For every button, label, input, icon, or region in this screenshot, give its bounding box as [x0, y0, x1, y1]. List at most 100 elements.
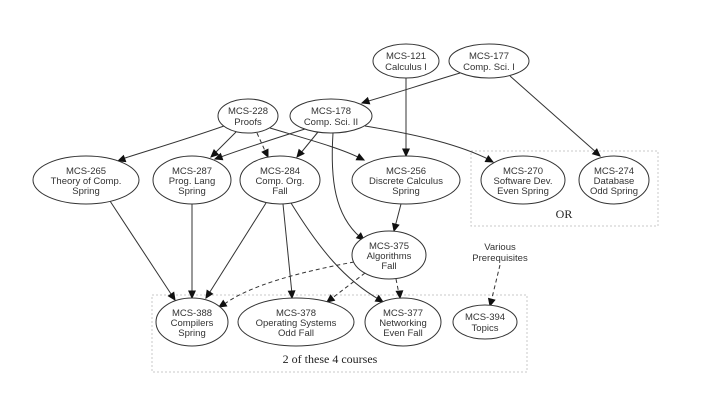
node-mcs287-shape [152, 155, 232, 205]
node-mcs377[interactable]: MCS-377 Networking Even Fall [364, 297, 442, 347]
edge-line [213, 131, 237, 155]
cluster-two-of-four-label: 2 of these 4 courses [283, 352, 378, 366]
node-mcs178[interactable]: MCS-178 Comp. Sci. II [289, 98, 373, 134]
node-mcs284-title: Comp. Org. [255, 176, 304, 187]
node-mcs377-code: MCS-377 [383, 308, 423, 319]
node-mcs287-title: Prog. Lang [169, 176, 215, 187]
edge-mcs284-to-mcs378 [282, 203, 296, 300]
edge-mcs375-to-mcs378 [326, 272, 366, 303]
edge-line [121, 125, 225, 160]
arrowhead-icon [205, 289, 214, 300]
cluster-two-of-four-border [151, 294, 528, 373]
edge-mcs287-to-mcs388 [188, 204, 196, 300]
arrowhead-icon [116, 154, 127, 163]
edges [109, 72, 601, 308]
arrowhead-icon [213, 152, 224, 161]
edge-mcs178-to-mcs284 [296, 131, 319, 158]
node-mcs388-title: Compilers [171, 318, 214, 329]
node-mcs178-shape [289, 98, 373, 134]
node-mcs265[interactable]: MCS-265 Theory of Comp. Spring [32, 155, 140, 205]
node-mcs177-code: MCS-177 [469, 51, 509, 62]
nodes: MCS-121 Calculus I MCS-177 Comp. Sci. I … [32, 43, 650, 347]
arrowhead-icon [217, 299, 228, 308]
node-mcs287-term: Spring [178, 186, 205, 197]
edge-mcs228-to-mcs265 [116, 125, 225, 163]
node-mcs377-shape [364, 297, 442, 347]
cluster-two-of-four: 2 of these 4 courses [151, 294, 528, 373]
node-mcs284-shape [239, 155, 321, 205]
node-mcs256-code: MCS-256 [386, 166, 426, 177]
node-mcs394[interactable]: MCS-394 Topics [452, 304, 518, 340]
node-mcs270-title: Software Dev. [494, 176, 553, 187]
node-mcs270-term: Even Spring [497, 186, 549, 197]
arrowhead-icon [484, 154, 495, 163]
node-mcs177-title: Comp. Sci. I [463, 62, 515, 73]
node-mcs274-title: Database [594, 176, 635, 187]
edge-line [207, 202, 267, 296]
node-mcs287-code: MCS-287 [172, 166, 212, 177]
edge-line [364, 72, 461, 103]
edge-mcs178-to-mcs270 [364, 125, 495, 163]
edge-line [282, 203, 293, 295]
edge-mcs228-to-mcs287 [210, 131, 237, 158]
node-mcs270-code: MCS-270 [503, 166, 543, 177]
node-mcs388-code: MCS-388 [172, 308, 212, 319]
edge-mcs375-to-mcs377 [395, 278, 404, 300]
node-mcs228-code: MCS-228 [228, 106, 268, 117]
node-mcs178-title: Comp. Sci. II [304, 117, 358, 128]
node-mcs121-title: Calculus I [385, 62, 427, 73]
node-mcs228-title: Proofs [234, 117, 262, 128]
node-mcs121[interactable]: MCS-121 Calculus I [372, 43, 440, 79]
node-mcs256[interactable]: MCS-256 Discrete Calculus Spring [351, 155, 461, 205]
arrowhead-icon [591, 148, 601, 157]
edge-mcs177-to-mcs178 [360, 72, 461, 105]
node-mcs377-title: Networking [379, 318, 427, 329]
node-mcs378[interactable]: MCS-378 Operating Systems Odd Fall [237, 297, 355, 347]
node-mcs228[interactable]: MCS-228 Proofs [217, 98, 279, 134]
node-mcs284-term: Fall [272, 186, 287, 197]
edge-mcs284-to-mcs388 [205, 202, 267, 300]
node-mcs121-code: MCS-121 [386, 51, 426, 62]
edge-mcs375-to-mcs388 [217, 261, 355, 308]
node-mcs375[interactable]: MCS-375 Algorithms Fall [351, 230, 427, 280]
node-mcs378-term: Odd Fall [278, 328, 314, 339]
arrowhead-icon [210, 149, 220, 158]
edge-line [217, 128, 306, 159]
edge-mcs177-to-mcs274 [509, 75, 601, 157]
arrowhead-icon [296, 148, 305, 158]
node-mcs375-title: Algorithms [367, 251, 412, 262]
cluster-or-border [470, 150, 659, 227]
node-mcs388-shape [155, 297, 229, 347]
edge-line [394, 203, 402, 228]
arrowhead-icon [261, 148, 269, 159]
node-mcs177[interactable]: MCS-177 Comp. Sci. I [448, 43, 530, 79]
node-mcs265-shape [32, 155, 140, 205]
node-mcs284[interactable]: MCS-284 Comp. Org. Fall [239, 155, 321, 205]
various-line-2: Prerequisites [472, 253, 528, 264]
node-mcs274[interactable]: MCS-274 Database Odd Spring [578, 155, 650, 205]
arrowhead-icon [355, 153, 366, 161]
node-mcs375-term: Fall [381, 261, 396, 272]
arrowhead-icon [391, 222, 400, 233]
node-mcs378-code: MCS-378 [276, 308, 316, 319]
node-mcs256-shape [351, 155, 461, 205]
edge-mcs228-to-mcs284 [256, 132, 269, 159]
edge-mcs121-to-mcs256 [402, 78, 410, 158]
node-mcs388[interactable]: MCS-388 Compilers Spring [155, 297, 229, 347]
node-mcs375-shape [351, 230, 427, 280]
node-mcs287[interactable]: MCS-287 Prog. Lang Spring [152, 155, 232, 205]
arrowhead-icon [287, 290, 296, 300]
node-mcs270[interactable]: MCS-270 Software Dev. Even Spring [480, 155, 566, 205]
label-various-prerequisites: Various Prerequisites [472, 242, 528, 264]
node-mcs274-code: MCS-274 [594, 166, 634, 177]
edge-mcs284-to-mcs377 [290, 202, 385, 303]
edge-mcs256-to-mcs375 [391, 203, 402, 233]
node-mcs388-term: Spring [178, 328, 205, 339]
edge-mcs228-to-mcs256 [269, 127, 366, 161]
node-mcs394-code: MCS-394 [465, 312, 505, 323]
edge-line [222, 261, 355, 306]
arrowhead-icon [395, 290, 404, 300]
node-mcs394-title: Topics [472, 323, 499, 334]
node-mcs121-shape [372, 43, 440, 79]
node-mcs265-code: MCS-265 [66, 166, 106, 177]
